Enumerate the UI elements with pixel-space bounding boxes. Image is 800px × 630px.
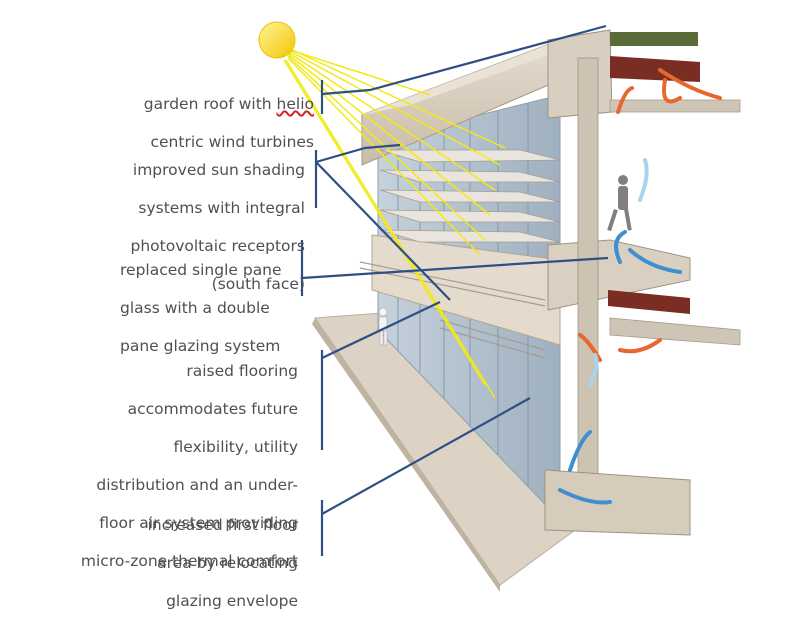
building-section-diagram xyxy=(258,21,741,592)
warm-airflow-arrows xyxy=(578,68,722,362)
leader-lines xyxy=(300,24,609,556)
label-line: improved sun shading xyxy=(132,161,305,179)
label-line: flexibility, utility xyxy=(173,438,298,456)
label-line: garden roof with helio xyxy=(144,95,314,114)
label-text: garden roof with helio xyxy=(143,95,314,113)
label-line: micro-zone thermal comfort xyxy=(80,552,298,570)
label-raised-flooring: raised flooring accommodates future flex… xyxy=(81,343,298,590)
person-icon xyxy=(607,175,632,232)
foundation xyxy=(544,469,691,536)
spellcheck-word: helio xyxy=(276,95,314,113)
label-line: raised flooring xyxy=(186,362,298,380)
label-line: (south face) xyxy=(211,275,305,293)
mid-floor-slab xyxy=(609,317,741,346)
sun-rays xyxy=(283,47,506,399)
label-line: centric wind turbines xyxy=(150,133,314,151)
person-icon xyxy=(378,307,388,346)
label-line: distribution and an under- xyxy=(96,476,298,494)
label-garden-roof: garden roof with helio centric wind turb… xyxy=(144,76,314,171)
ground-slab-edge xyxy=(312,318,500,592)
label-line: photovoltaic receptors xyxy=(130,237,305,255)
upper-floor-slab xyxy=(609,99,741,113)
sun-icon xyxy=(258,21,296,59)
mid-steel-beam xyxy=(608,290,690,314)
label-line: accommodates future xyxy=(127,400,298,418)
label-line: pane glazing system xyxy=(120,337,281,355)
label-line: area by relocating xyxy=(157,554,298,572)
label-line: glazing envelope xyxy=(166,592,298,610)
light-cool-airflow-arrows xyxy=(588,158,649,387)
label-glazing: replaced single pane glass with a double… xyxy=(120,242,292,375)
green-roof xyxy=(610,32,698,46)
ground-louvers xyxy=(359,261,546,359)
label-first-floor: increased first floor area by relocating… xyxy=(148,497,298,630)
label-line: glass with a double xyxy=(120,299,270,317)
label-line: systems with integral xyxy=(138,199,305,217)
cool-airflow-arrows xyxy=(558,230,682,505)
label-line: increased first floor xyxy=(147,516,298,534)
label-line: floor air system providing xyxy=(99,514,298,532)
label-sun-shading: improved sun shading systems with integr… xyxy=(131,142,305,313)
label-line: replaced single pane xyxy=(120,261,282,279)
roof-steel-beam xyxy=(610,56,700,82)
